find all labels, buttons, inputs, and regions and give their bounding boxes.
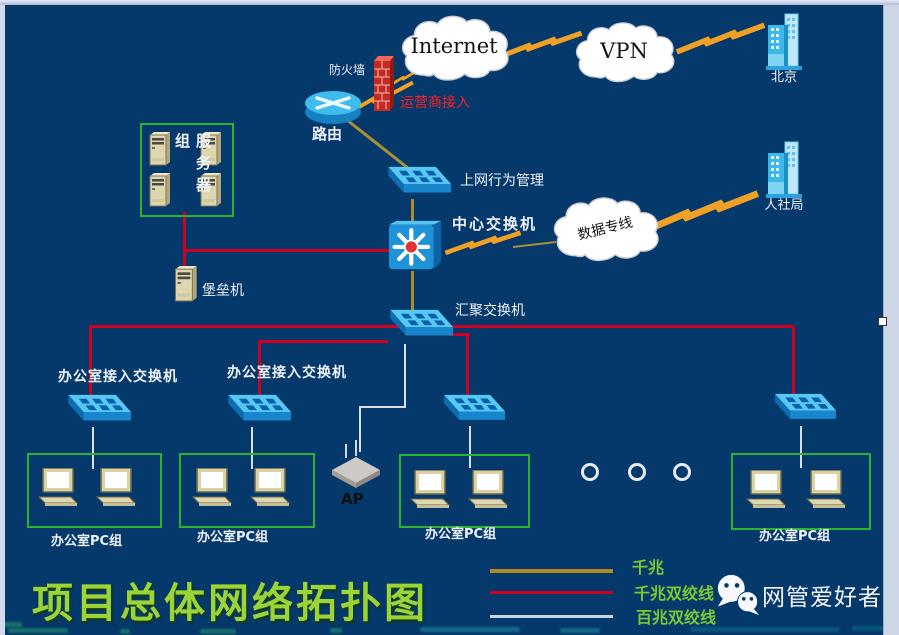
server-icon (147, 173, 171, 207)
vpn-cloud: VPN (568, 20, 680, 86)
page-margin-left (0, 5, 5, 635)
wechat-icon (714, 572, 762, 618)
link-servergroup-core (184, 249, 392, 252)
pc-group-box-3 (399, 454, 530, 528)
lightning-bolt-vpn-beijing-icon (678, 26, 763, 51)
link-switch4-pcs (800, 426, 802, 468)
pc-group-2-label: 办公室PC组 (197, 530, 269, 545)
data-line-cloud: 数据专线 (548, 194, 662, 266)
link-drop-switch1 (89, 327, 92, 400)
renshe-label: 人社局 (764, 198, 804, 213)
pc-icon (466, 470, 512, 510)
bastion-label: 堡垒机 (202, 283, 244, 299)
office-switch-1-icon (55, 393, 133, 431)
office-switch-4-icon (762, 392, 838, 429)
link-agg-ap-v1 (404, 344, 406, 408)
router-icon (304, 89, 362, 125)
link-agg-ap-h (359, 406, 406, 408)
lightning-bolt-core-dataline-icon (447, 234, 519, 253)
office-switch-3-icon (431, 393, 507, 430)
ghost-mark (560, 628, 600, 633)
pc-icon (94, 468, 140, 508)
link-behavior-core (411, 199, 414, 223)
bastion-server-icon (172, 266, 198, 302)
pc-group-4-label: 办公室PC组 (759, 529, 831, 544)
core-switch-icon (387, 219, 443, 273)
ap-label: AP (341, 490, 364, 508)
server-icon (147, 132, 171, 166)
lightning-bolt-dataline-renshe-icon (650, 195, 757, 228)
link-agg-switch3-h (447, 333, 470, 336)
continuation-dot (673, 463, 691, 481)
core-switch-label: 中心交换机 (452, 215, 538, 233)
beijing-building-icon (764, 12, 804, 70)
legend-line-gigabit-tp (490, 591, 613, 594)
server-group-box (140, 123, 234, 217)
ghost-mark (120, 629, 130, 634)
legend-line-gigabit (490, 569, 613, 573)
ghost-mark (200, 629, 236, 634)
behavior-mgmt-switch-icon (375, 165, 453, 203)
watermark-text: 网管爱好者 (762, 585, 882, 611)
legend-label-gigabit: 千兆 (632, 558, 665, 577)
firewall-icon (372, 53, 394, 113)
legend-label-100m-tp: 百兆双绞线 (636, 608, 717, 627)
link-core-agg (411, 271, 414, 311)
office-switch-2-label: 办公室接入交换机 (227, 365, 347, 381)
vpn-cloud-label: VPN (600, 39, 648, 63)
renshe-building-icon (764, 140, 804, 198)
internet-cloud-label: Internet (410, 34, 498, 58)
ghost-mark (690, 627, 840, 632)
link-drop-switch3 (466, 335, 469, 396)
link-agg-ap-v2 (359, 406, 361, 452)
link-drop-switch2 (258, 342, 261, 400)
ap-icon (326, 440, 386, 488)
pc-icon (804, 470, 850, 510)
pc-group-box-4 (731, 453, 871, 530)
office-switch-2-icon (215, 393, 293, 431)
pc-icon (248, 468, 294, 508)
internet-cloud: Internet (396, 12, 512, 86)
pc-group-3-label: 办公室PC组 (425, 527, 497, 542)
page-margin-top (0, 0, 899, 5)
ghost-mark (330, 628, 342, 633)
selection-handle[interactable] (878, 317, 887, 326)
link-drop-switch4 (792, 327, 795, 394)
pc-icon (36, 468, 82, 508)
ghost-mark (852, 626, 892, 631)
legend-line-100m-tp (490, 615, 613, 618)
continuation-dot (628, 463, 646, 481)
legend-label-gigabit-tp: 千兆双绞线 (634, 584, 715, 603)
pc-group-box-1 (27, 453, 162, 528)
link-backbone-second (258, 340, 388, 343)
link-servergroup-down (183, 212, 186, 272)
page-title: 项目总体网络拓扑图 (32, 579, 428, 627)
ghost-mark (420, 627, 520, 632)
beijing-label: 北京 (770, 70, 797, 85)
aggregation-switch-icon (377, 308, 455, 346)
office-switch-1-label: 办公室接入交换机 (58, 369, 178, 385)
ghost-mark (8, 628, 68, 633)
pc-group-1-label: 办公室PC组 (51, 534, 123, 549)
pc-icon (190, 468, 236, 508)
link-switch2-pcs (251, 427, 253, 469)
continuation-dot (581, 463, 599, 481)
carrier-access-label: 运营商接入 (400, 95, 470, 111)
firewall-label: 防火墙 (329, 63, 366, 77)
link-switch1-pcs (92, 427, 94, 469)
link-switch3-pcs (469, 426, 471, 468)
pc-icon (408, 470, 454, 510)
behavior-mgmt-label: 上网行为管理 (460, 173, 544, 189)
pc-icon (744, 470, 790, 510)
router-label: 路由 (312, 125, 343, 143)
server-group-label: 服务器组 (173, 133, 212, 199)
pc-group-box-2 (179, 453, 315, 528)
agg-switch-label: 汇聚交换机 (455, 303, 525, 319)
ghost-mark (0, 622, 22, 627)
